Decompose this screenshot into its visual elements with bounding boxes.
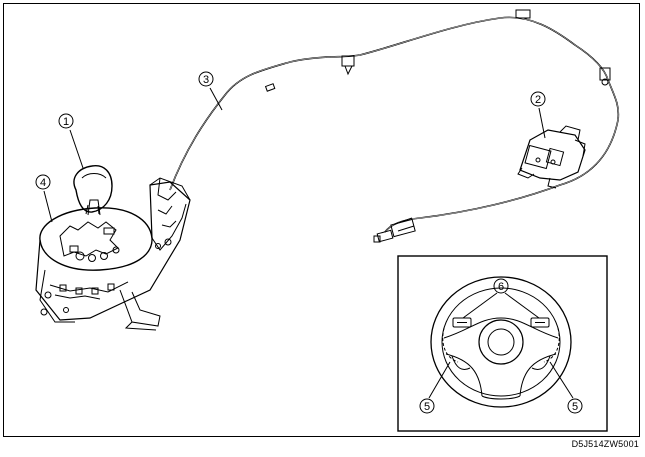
callout-5-left-label: 5 xyxy=(424,401,430,413)
callout-5-left: 5 xyxy=(419,361,451,414)
callout-5-right-label: 5 xyxy=(572,401,578,413)
selector-lever-assembly xyxy=(35,165,191,331)
steering-wheel-inset xyxy=(397,255,608,432)
callout-6: 6 xyxy=(462,278,540,319)
callout-3: 3 xyxy=(198,71,223,111)
callout-5-right: 5 xyxy=(549,361,583,414)
callout-2-label: 2 xyxy=(535,94,541,106)
callout-1: 1 xyxy=(58,113,84,169)
control-cable xyxy=(169,9,620,243)
figure-frame xyxy=(3,3,640,437)
callout-2: 2 xyxy=(530,91,546,139)
paddle-switch-module xyxy=(517,125,586,189)
figure-code: D5J514ZW5001 xyxy=(571,439,639,449)
cable-connector-end xyxy=(373,217,416,243)
callout-3-label: 3 xyxy=(203,74,209,86)
callout-1-label: 1 xyxy=(63,116,69,128)
callout-6-label: 6 xyxy=(498,281,504,293)
callout-4-label: 4 xyxy=(40,177,46,189)
callout-4: 4 xyxy=(35,174,53,223)
